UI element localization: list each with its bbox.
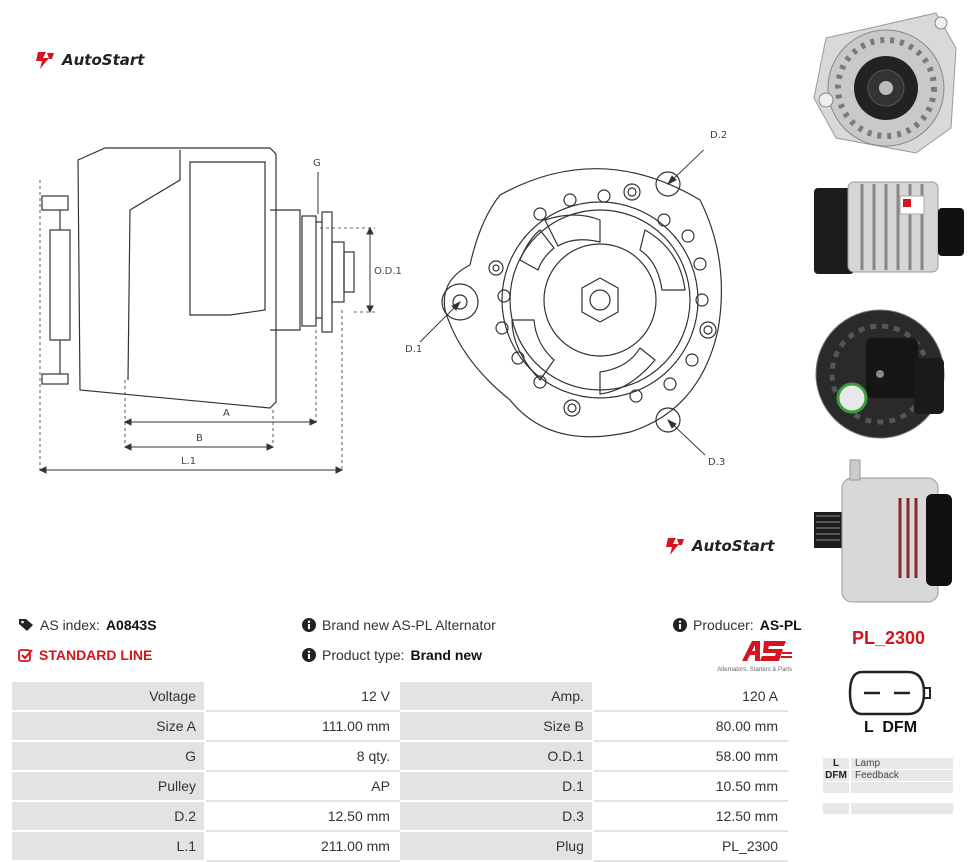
label-d2: D.2 <box>710 130 728 141</box>
product-type: Product type: Brand new <box>302 647 482 663</box>
side-view-drawing <box>38 147 375 474</box>
standard-line: STANDARD LINE <box>18 647 152 663</box>
legend-row: L Lamp <box>823 758 953 769</box>
producer-value: AS-PL <box>759 617 802 633</box>
producer-label: Producer: <box>693 617 754 633</box>
legend-key: DFM <box>823 770 849 781</box>
plug-legend: L Lamp DFM Feedback <box>823 758 953 815</box>
spec-value: AP <box>204 770 400 802</box>
spec-label: Amp. <box>397 680 594 712</box>
legend-key: L <box>823 758 849 769</box>
spec-label: O.D.1 <box>397 740 594 772</box>
autostart-logo-icon <box>666 538 684 555</box>
spec-table: Voltage 12 V Amp. 120 A Size A 111.00 mm… <box>10 680 789 862</box>
spec-value: 12.50 mm <box>591 800 789 832</box>
standard-line-text: STANDARD LINE <box>39 647 153 663</box>
alternator-front-photo[interactable] <box>806 8 964 158</box>
as-pl-logo: Alternators, Starters & Parts <box>706 640 792 673</box>
legend-row-empty <box>823 803 953 814</box>
tags-icon <box>19 619 33 631</box>
spec-value: 111.00 mm <box>204 710 400 742</box>
spec-label: Size A <box>10 710 206 742</box>
table-row: Size A 111.00 mm Size B 80.00 mm <box>10 710 789 742</box>
info-circle-icon <box>302 618 316 632</box>
spec-label: L.1 <box>10 830 206 862</box>
as-pl-tagline: Alternators, Starters & Parts <box>717 667 792 673</box>
label-d3: D.3 <box>708 457 726 468</box>
spec-label: Plug <box>397 830 594 862</box>
product-type-label: Product type: <box>322 647 405 663</box>
spec-label: Voltage <box>10 680 206 712</box>
spec-value: 12 V <box>204 680 400 712</box>
as-index-label: AS index: <box>40 617 100 633</box>
autostart-logo-icon <box>36 52 54 69</box>
label-g: G <box>313 158 321 169</box>
legend-row-empty <box>823 782 953 793</box>
spec-label: D.2 <box>10 800 206 832</box>
spec-label: D.3 <box>397 800 594 832</box>
spec-label: D.1 <box>397 770 594 802</box>
spec-label: Pulley <box>10 770 206 802</box>
info-circle-icon <box>673 618 687 632</box>
product-type-value: Brand new <box>410 647 483 663</box>
spec-label: G <box>10 740 206 772</box>
table-row: Voltage 12 V Amp. 120 A <box>10 680 789 712</box>
autostart-logo-top: AutoStart <box>34 50 144 70</box>
label-b: B <box>196 433 203 444</box>
table-row: D.2 12.50 mm D.3 12.50 mm <box>10 800 789 832</box>
plug-code-text: PL_2300 <box>852 628 926 648</box>
table-row: L.1 211.00 mm Plug PL_2300 <box>10 830 789 862</box>
spec-value: 8 qty. <box>204 740 400 772</box>
spec-value: 211.00 mm <box>204 830 400 862</box>
spec-value: 80.00 mm <box>591 710 789 742</box>
legend-row: DFM Feedback <box>823 770 953 781</box>
plug-connector-icon <box>848 670 931 716</box>
producer: Producer: AS-PL <box>673 617 802 633</box>
spec-label: Size B <box>397 710 594 742</box>
legend-desc: Lamp <box>851 758 953 769</box>
check-square-icon <box>18 649 33 662</box>
spec-value: 10.50 mm <box>591 770 789 802</box>
table-row: Pulley AP D.1 10.50 mm <box>10 770 789 802</box>
legend-desc: Feedback <box>851 770 953 781</box>
table-row: G 8 qty. O.D.1 58.00 mm <box>10 740 789 772</box>
plug-code: PL_2300 <box>852 628 925 649</box>
brand-new-text: Brand new AS-PL Alternator <box>322 617 496 633</box>
info-circle-icon <box>302 648 316 662</box>
front-view-drawing <box>419 150 722 456</box>
as-pl-logo-mark <box>742 641 792 661</box>
alternator-side-photo[interactable] <box>812 174 968 278</box>
as-index: AS index: A0843S <box>18 617 157 633</box>
spec-value: PL_2300 <box>591 830 789 862</box>
plug-pin-labels: L DFM <box>864 719 918 736</box>
spec-value: 120 A <box>591 680 789 712</box>
autostart-logo-text: AutoStart <box>692 537 775 555</box>
as-index-value: A0843S <box>105 617 157 633</box>
label-od1: O.D.1 <box>374 266 402 277</box>
autostart-logo-bottom: AutoStart <box>664 536 774 556</box>
spec-value: 12.50 mm <box>204 800 400 832</box>
brand-new-info: Brand new AS-PL Alternator <box>302 617 496 633</box>
alternator-rear-photo[interactable] <box>808 298 958 448</box>
label-d1: D.1 <box>405 344 423 355</box>
autostart-logo-text: AutoStart <box>62 51 145 69</box>
alternator-pulley-side-photo[interactable] <box>808 458 958 608</box>
spec-value: 58.00 mm <box>591 740 789 772</box>
label-l1: L.1 <box>181 456 197 467</box>
label-a: A <box>223 408 230 419</box>
